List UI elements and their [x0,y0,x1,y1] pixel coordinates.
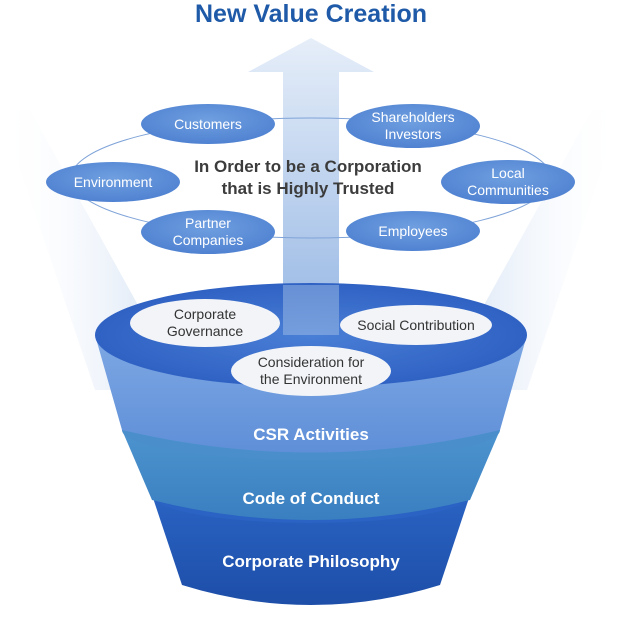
svg-text:Corporate: Corporate [174,306,236,322]
svg-text:Customers: Customers [174,116,242,132]
activity-social-contribution: Social Contribution [340,305,492,345]
stakeholder-customers: Customers [141,104,275,144]
activity-corporate-governance: Corporate Governance [130,299,280,347]
stakeholder-shareholders: Shareholders Investors [346,104,480,148]
svg-text:Communities: Communities [467,182,549,198]
svg-text:the Environment: the Environment [260,371,362,387]
center-text-line2: that is Highly Trusted [222,179,395,198]
svg-text:Consideration for: Consideration for [258,354,365,370]
layer-label-conduct: Code of Conduct [243,489,380,508]
svg-text:Partner: Partner [185,215,231,231]
stakeholder-partner-companies: Partner Companies [141,210,275,254]
svg-text:Investors: Investors [385,126,442,142]
layer-label-csr: CSR Activities [253,425,369,444]
svg-text:Governance: Governance [167,323,243,339]
layer-corporate-philosophy [152,495,470,605]
layer-label-philosophy: Corporate Philosophy [222,552,400,571]
svg-text:Shareholders: Shareholders [371,109,454,125]
stakeholder-environment: Environment [46,162,180,202]
page-title: New Value Creation [195,0,427,28]
stakeholder-employees: Employees [346,211,480,251]
center-text-line1: In Order to be a Corporation [194,157,422,176]
svg-text:Local: Local [491,165,524,181]
activity-consideration-environment: Consideration for the Environment [231,346,391,396]
upward-arrow-icon [248,38,374,300]
svg-text:Employees: Employees [378,223,447,239]
svg-text:Social Contribution: Social Contribution [357,317,475,333]
svg-text:Environment: Environment [74,174,153,190]
stakeholder-local-communities: Local Communities [441,160,575,204]
svg-text:Companies: Companies [173,232,244,248]
